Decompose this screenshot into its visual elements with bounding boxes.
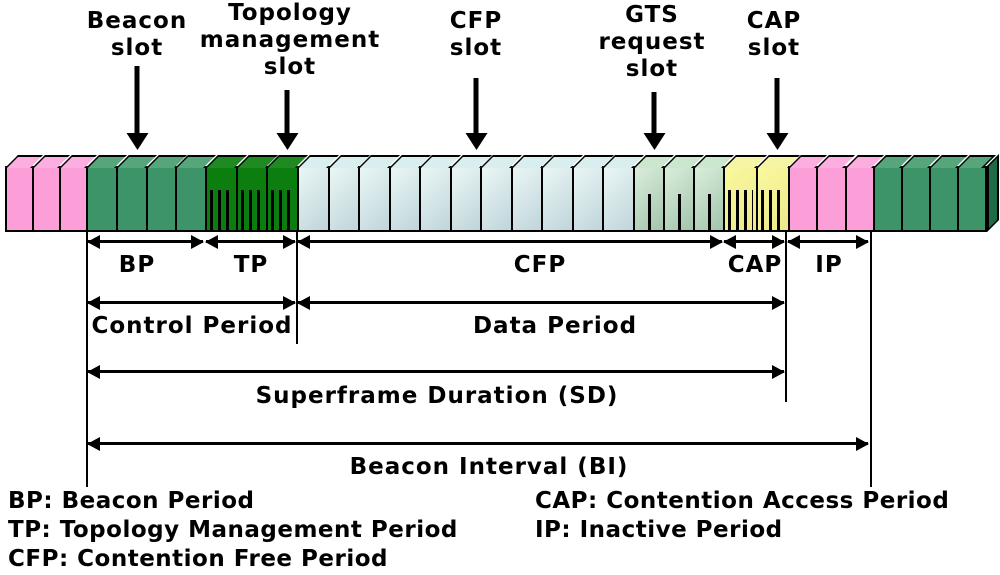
cap-slot-callout: CAP slot <box>747 8 802 62</box>
contention-free-slot <box>602 166 634 232</box>
superframe-duration-label: Superframe Duration (SD) <box>255 383 619 409</box>
inactive-period-tail-slot <box>32 166 59 232</box>
topology-management-slot <box>235 166 267 232</box>
control-period-arrow-icon <box>87 296 296 310</box>
cap-slot-pointer-arrow-icon <box>774 78 780 134</box>
callout-line: CFP <box>449 8 503 34</box>
callout-line: slot <box>625 56 679 82</box>
callout-line: slot <box>263 54 317 80</box>
bp-span-label: BP <box>118 252 156 278</box>
next-beacon-period-slot <box>929 166 957 232</box>
callout-line: slot <box>747 35 801 61</box>
section-topology-management <box>205 166 298 232</box>
boundary-line-bi-end <box>870 232 872 487</box>
cfp-span-label: CFP <box>513 252 567 278</box>
next-beacon-period-slot <box>873 166 901 232</box>
topology-management-slot <box>266 166 298 232</box>
ip-span-arrow-icon <box>787 235 869 249</box>
data-period-arrow-icon <box>297 296 785 310</box>
beacon-slot-pointer-arrow-icon <box>134 66 140 134</box>
legend-item-bp: BP: Beacon Period <box>8 488 255 514</box>
beacon-period-slot <box>86 166 116 232</box>
cap-span-arrow-icon <box>723 235 785 249</box>
inactive-period-tail-slot <box>5 166 32 232</box>
contention-access-slot <box>723 166 756 232</box>
cfp-span-arrow-icon <box>297 235 723 249</box>
cfp-slot-callout: CFP slot <box>450 8 502 62</box>
boundary-line-sd-end <box>785 232 787 402</box>
control-period-label: Control Period <box>91 313 293 339</box>
topology-management-slot-callout: Topology management slot <box>200 0 380 81</box>
boundary-line-superframe-start <box>86 232 88 487</box>
next-beacon-period-slot <box>957 166 987 232</box>
section-inactive-period-tail <box>5 166 86 232</box>
boundary-line-control-data <box>296 232 298 344</box>
callout-line: GTS <box>625 2 679 28</box>
contention-free-slot <box>419 166 450 232</box>
legend-right-column: CAP: Contention Access Period IP: Inacti… <box>535 487 949 545</box>
callout-line: slot <box>110 35 164 61</box>
legend-item-tp: TP: Topology Management Period <box>8 517 458 543</box>
inactive-period-slot <box>788 166 817 232</box>
cfp-slot-pointer-arrow-icon <box>473 78 479 134</box>
ip-span-label: IP <box>815 252 843 278</box>
legend-left-column: BP: Beacon Period TP: Topology Managemen… <box>8 487 458 574</box>
contention-free-slot <box>388 166 420 232</box>
section-gts-request <box>633 166 723 232</box>
section-beacon-period <box>86 166 205 232</box>
beacon-period-slot <box>145 166 176 232</box>
gts-request-slot <box>693 166 723 232</box>
contention-free-slot <box>327 166 359 232</box>
tp-span-label: TP <box>233 252 269 278</box>
next-beacon-period-slot <box>901 166 929 232</box>
section-next-beacon-period <box>873 166 987 232</box>
callout-line: CAP <box>746 8 802 34</box>
beacon-interval-arrow-icon <box>87 437 869 451</box>
bp-span-arrow-icon <box>87 235 204 249</box>
callout-line: management <box>199 27 381 53</box>
callout-line: slot <box>449 35 503 61</box>
beacon-period-slot <box>175 166 205 232</box>
gts-slot-pointer-arrow-icon <box>651 92 657 134</box>
gts-request-slot-callout: GTS request slot <box>598 2 705 83</box>
inactive-period-slot <box>844 166 873 232</box>
contention-free-slot <box>297 166 328 232</box>
tp-span-arrow-icon <box>205 235 296 249</box>
contention-free-slot <box>449 166 481 232</box>
topology-slot-pointer-arrow-icon <box>284 90 290 134</box>
contention-free-slot <box>510 166 542 232</box>
contention-free-slot <box>480 166 511 232</box>
data-period-label: Data Period <box>472 313 638 339</box>
callout-line: Topology <box>228 0 352 26</box>
legend-item-cfp: CFP: Contention Free Period <box>8 546 388 572</box>
superframe-duration-arrow-icon <box>87 365 785 379</box>
contention-free-slot <box>571 166 603 232</box>
section-inactive-period <box>788 166 873 232</box>
contention-free-slot <box>541 166 572 232</box>
callout-line: Beacon <box>86 8 188 34</box>
beacon-period-slot <box>115 166 146 232</box>
topology-management-slot <box>205 166 236 232</box>
section-contention-free <box>297 166 634 232</box>
gts-request-slot <box>633 166 663 232</box>
inactive-period-slot <box>816 166 845 232</box>
beacon-interval-label: Beacon Interval (BI) <box>349 454 629 480</box>
beacon-slot-callout: Beacon slot <box>87 8 187 62</box>
contention-free-slot <box>358 166 389 232</box>
cap-span-label: CAP <box>727 252 783 278</box>
section-contention-access <box>723 166 788 232</box>
slot-bar <box>5 166 987 232</box>
inactive-period-tail-slot <box>59 166 86 232</box>
callout-line: request <box>598 29 706 55</box>
legend-item-cap: CAP: Contention Access Period <box>535 488 950 514</box>
gts-request-slot <box>663 166 693 232</box>
contention-access-slot <box>755 166 788 232</box>
legend-item-ip: IP: Inactive Period <box>535 517 783 543</box>
